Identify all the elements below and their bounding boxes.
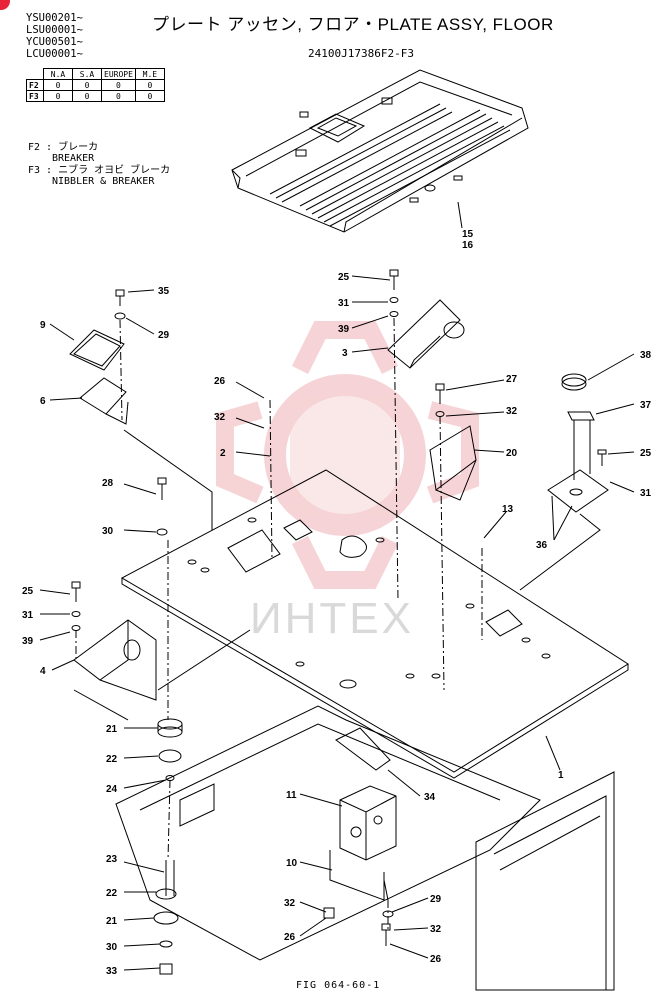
callout-25: 25 [640,448,652,459]
callout-30: 30 [106,942,118,953]
callout-39: 39 [338,324,350,335]
legend-f2-en: BREAKER [52,153,95,164]
callout-31: 31 [22,610,34,621]
alignment-lines [75,317,483,930]
cover-assembly [547,373,609,513]
callout-6: 6 [40,396,46,407]
callout-28: 28 [102,478,114,489]
table-row: F3 0 0 0 0 [26,90,165,102]
legend-f3: F3 : ニブラ オヨビ ブレーカ [28,165,170,176]
legend-code: F2 : [28,142,53,153]
callout-1: 1 [558,770,564,781]
connector-lines [73,429,601,721]
machine-frame [115,705,615,991]
line-art [39,69,635,991]
callout-35: 35 [158,286,170,297]
floor-mat [231,69,529,233]
callout-37: 37 [640,400,652,411]
callout-2: 2 [220,448,226,459]
applicability-table: N.A S.A EUROPE M.E F2 0 0 0 0 F3 0 0 0 0 [26,68,165,102]
watermark-gear-icon [216,321,479,589]
mount-stack [153,477,183,975]
serial-line: YSU00201~ [26,12,83,24]
bracket-3 [387,269,465,369]
callout-39: 39 [22,636,34,647]
floor-plate [120,469,629,779]
serial-line: YCU00501~ [26,36,83,48]
callout-29: 29 [430,894,442,905]
callout-26: 26 [430,954,442,965]
serial-line: LCU00001~ [26,48,83,60]
callout-11: 11 [286,790,297,801]
callout-25: 25 [338,272,350,283]
switch-box-11 [323,785,397,946]
callout-25: 25 [22,586,34,597]
leader-lines [39,201,635,971]
callout-24: 24 [106,784,118,795]
callout-32: 32 [284,898,296,909]
table-cell: 0 [72,90,102,102]
callout-26: 26 [284,932,296,943]
left-box-4 [71,581,157,701]
callout-10: 10 [286,858,298,869]
callout-21: 21 [106,916,118,927]
callout-26: 26 [214,376,226,387]
assembly-code: 24100J17386F2-F3 [308,47,414,60]
bracket-20 [429,383,477,501]
legend-f2: F2 : ブレーカ [28,142,98,153]
callout-22: 22 [106,888,118,899]
callout-4: 4 [40,666,46,677]
legend-f3-en: NIBBLER & BREAKER [52,176,155,187]
callout-38: 38 [640,350,652,361]
callout-21: 21 [106,724,118,735]
callout-13: 13 [502,504,514,515]
corner-marker [0,0,10,10]
callout-32: 32 [214,412,226,423]
callout-36: 36 [536,540,548,551]
callout-20: 20 [506,448,518,459]
callout-9: 9 [40,320,46,331]
callout-23: 23 [106,854,118,865]
pedal-assembly [69,289,129,425]
callout-31: 31 [338,298,350,309]
callout-30: 30 [102,526,114,537]
callout-3: 3 [342,348,348,359]
callout-27: 27 [506,374,518,385]
watermark-block [290,395,400,515]
page-title: プレート アッセン, フロア・PLATE ASSY, FLOOR [152,15,554,34]
callout-29: 29 [158,330,170,341]
callout-22: 22 [106,754,118,765]
callout-32: 32 [430,924,442,935]
legend-jp: ブレーカ [58,142,99,153]
callout-16: 16 [462,240,474,251]
callout-labels: 15 16 35 9 29 6 25 31 39 3 38 37 25 31 3… [22,229,652,977]
table-cell: 0 [134,90,165,102]
callout-15: 15 [462,229,474,240]
figure-number: FIG 064-60-1 [296,980,381,991]
watermark-text: ИНТЕХ [250,594,414,643]
legend-jp: ニブラ オヨビ ブレーカ [58,165,171,176]
callout-31: 31 [640,488,652,499]
table-cell: 0 [43,90,73,102]
table-header-row: N.A S.A EUROPE M.E [26,68,165,80]
callout-32: 32 [506,406,518,417]
callout-33: 33 [106,966,118,977]
legend-code: F3 : [28,165,53,176]
callout-34: 34 [424,792,436,803]
serial-line: LSU00001~ [26,24,83,36]
